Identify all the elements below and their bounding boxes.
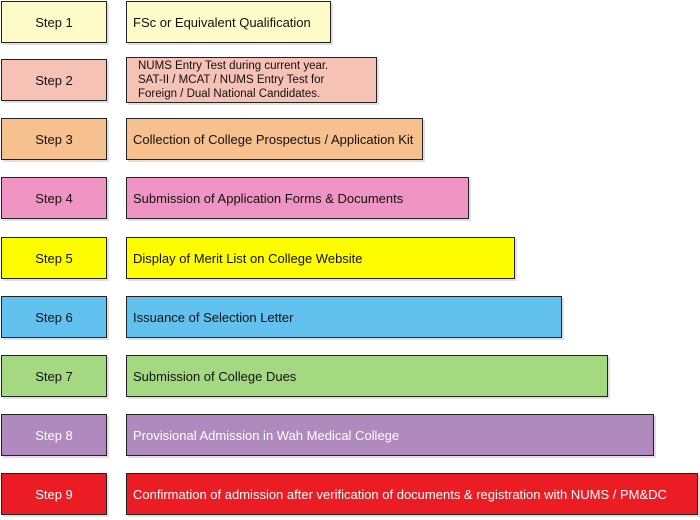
step-label-8: Step 8	[1, 414, 107, 456]
step-label-1: Step 1	[1, 1, 107, 43]
step-description-2-line-3: Foreign / Dual National Candidates.	[138, 88, 321, 100]
step-label-5: Step 5	[1, 237, 107, 279]
step-description-5: Display of Merit List on College Website	[126, 237, 515, 279]
step-description-7: Submission of College Dues	[126, 355, 608, 397]
step-label-2: Step 2	[1, 59, 107, 101]
step-description-9: Confirmation of admission after verifica…	[126, 473, 698, 515]
step-description-1: FSc or Equivalent Qualification	[126, 1, 331, 43]
step-description-2: NUMS Entry Test during current year. SAT…	[126, 57, 377, 103]
step-description-4: Submission of Application Forms & Docume…	[126, 177, 469, 219]
step-label-6: Step 6	[1, 296, 107, 338]
step-description-2-line-1: NUMS Entry Test during current year.	[138, 60, 329, 72]
step-label-3: Step 3	[1, 118, 107, 160]
step-description-8: Provisional Admission in Wah Medical Col…	[126, 414, 654, 456]
step-description-6: Issuance of Selection Letter	[126, 296, 562, 338]
step-description-3: Collection of College Prospectus / Appli…	[126, 118, 423, 160]
step-label-7: Step 7	[1, 355, 107, 397]
step-description-2-line-2: SAT-II / MCAT / NUMS Entry Test for	[138, 74, 325, 86]
step-label-4: Step 4	[1, 177, 107, 219]
step-label-9: Step 9	[1, 473, 107, 515]
